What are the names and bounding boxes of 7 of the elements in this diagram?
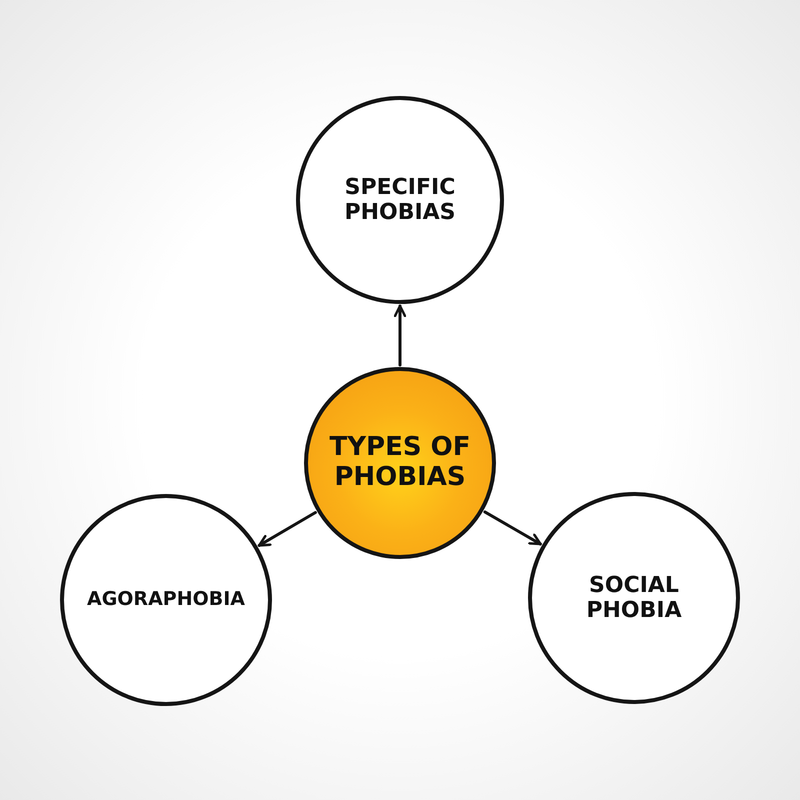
arrow [258,511,317,547]
arrow [394,304,406,366]
arrow [483,510,542,546]
node-label: SOCIAL PHOBIA [585,572,683,624]
node-label: SPECIFIC PHOBIAS [343,174,457,226]
node-label: TYPES OF PHOBIAS [328,433,472,493]
node-label: AGORAPHOBIA [86,589,246,611]
